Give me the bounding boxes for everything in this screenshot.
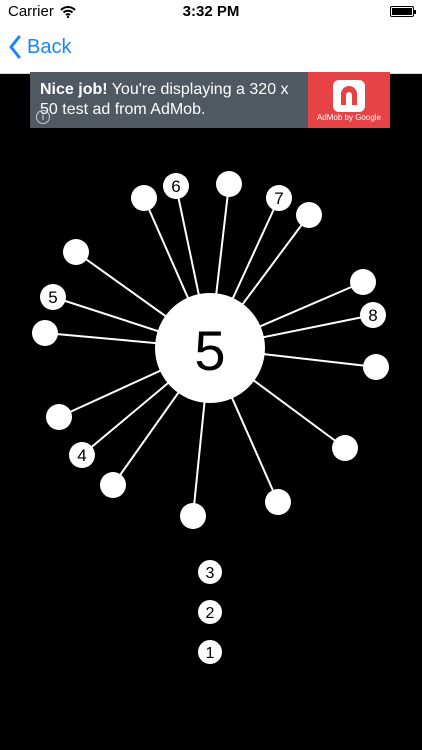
pin-ball xyxy=(350,269,376,295)
numbered-pin xyxy=(40,284,66,310)
back-label: Back xyxy=(27,36,72,58)
chevron-left-icon xyxy=(9,35,21,59)
remaining-pin-number: 1 xyxy=(206,645,215,662)
pin-number: 5 xyxy=(48,288,57,307)
admob-test-ad[interactable]: Nice job! You're displaying a 320 x 50 t… xyxy=(30,72,390,128)
numbered-pin xyxy=(69,442,95,468)
remaining-pin xyxy=(198,640,222,664)
pin-ball xyxy=(180,503,206,529)
pin-ball xyxy=(131,185,157,211)
admob-logo xyxy=(333,80,365,112)
remaining-pin xyxy=(198,600,222,624)
pin-ball xyxy=(363,354,389,380)
wifi-icon xyxy=(60,6,76,18)
pin-ball xyxy=(63,239,89,265)
remaining-pin-number: 3 xyxy=(206,565,215,582)
battery-icon xyxy=(390,6,416,17)
back-button[interactable]: Back xyxy=(8,32,71,62)
numbered-pin xyxy=(266,185,292,211)
status-bar: Carrier 3:32 PM xyxy=(0,0,422,24)
pin-ball xyxy=(296,202,322,228)
ad-body: You're displaying a 320 x 50 test ad fro… xyxy=(40,81,289,118)
pin-ball xyxy=(32,320,58,346)
pin-ball xyxy=(46,404,72,430)
remaining-pin xyxy=(198,560,222,584)
numbered-pin xyxy=(163,173,189,199)
ad-message: Nice job! You're displaying a 320 x 50 t… xyxy=(40,80,298,120)
pin-ball xyxy=(265,489,291,515)
pin-number: 4 xyxy=(77,446,86,465)
info-icon[interactable]: i xyxy=(36,110,50,124)
carrier-status: Carrier xyxy=(8,3,76,21)
center-level-number: 5 xyxy=(194,319,225,382)
ad-headline: Nice job! xyxy=(40,81,108,98)
ad-brand-panel: AdMob by Google xyxy=(308,72,390,128)
pin-ball xyxy=(216,171,242,197)
attached-pins: 6 7 8 4 5 xyxy=(32,171,389,529)
game-board[interactable]: 6 7 8 4 5 5 3 2 1 xyxy=(0,128,422,750)
battery-level xyxy=(392,8,412,15)
pin-ball xyxy=(332,435,358,461)
pin-number: 7 xyxy=(274,189,283,208)
remaining-pin-number: 2 xyxy=(206,605,215,622)
pin-number: 6 xyxy=(171,177,180,196)
pin-number: 8 xyxy=(368,306,377,325)
numbered-pin xyxy=(360,302,386,328)
carrier-label: Carrier xyxy=(8,3,54,20)
top-bar: Carrier 3:32 PM Back xyxy=(0,0,422,74)
ad-brand-label: AdMob by Google xyxy=(316,113,382,122)
pin-ball xyxy=(100,472,126,498)
status-time: 3:32 PM xyxy=(182,3,240,20)
center-ball xyxy=(155,293,265,403)
